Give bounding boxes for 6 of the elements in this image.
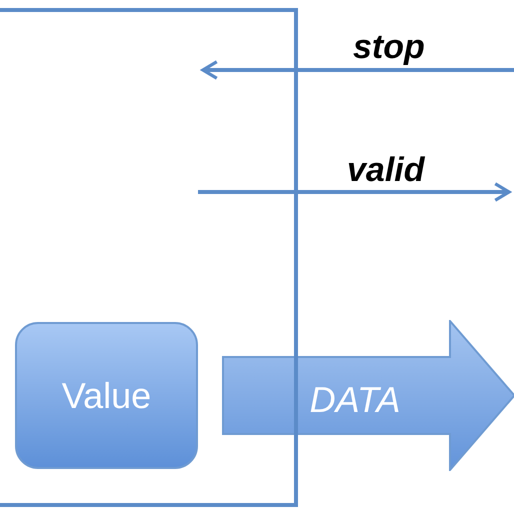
block-arrow <box>222 320 514 471</box>
node-label: DATA <box>310 382 400 418</box>
node-label: Value <box>62 378 152 414</box>
value-box <box>15 322 198 469</box>
signal-name: stop <box>353 30 425 64</box>
signal-name: valid <box>347 153 424 187</box>
